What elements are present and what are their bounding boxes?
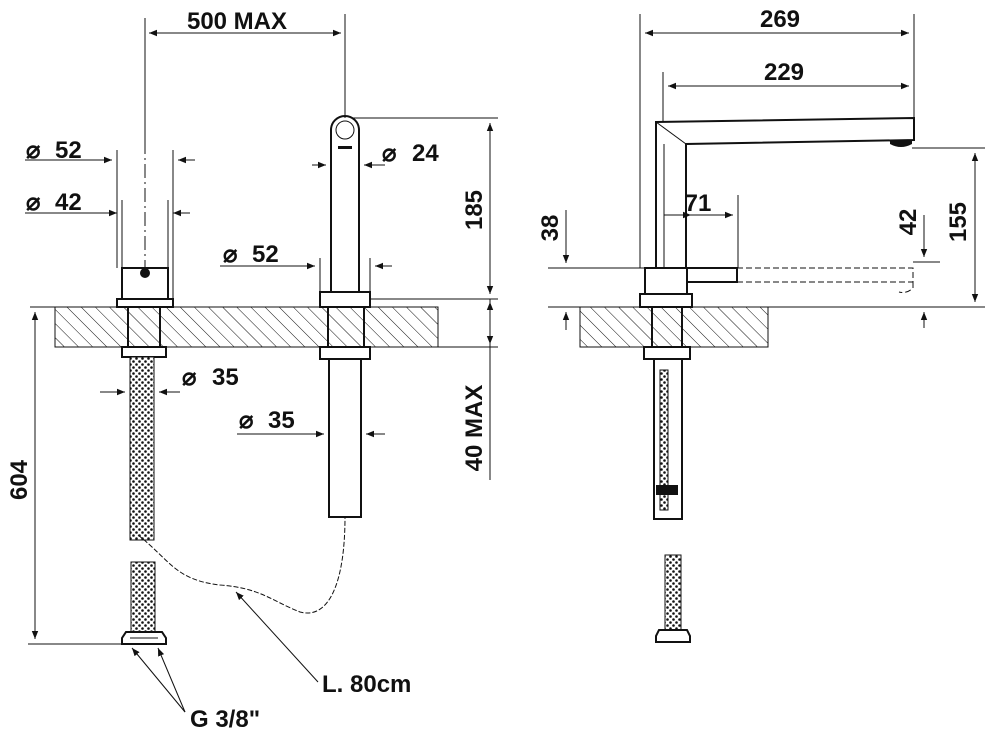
callout-thread: G 3/8": [131, 647, 260, 733]
label-dia-52-handle: 52: [55, 137, 82, 164]
label-hose-length: L. 80cm: [322, 671, 411, 698]
dim-dia-24-spout: ⌀ 24: [312, 140, 439, 169]
dim-42: 42: [895, 209, 940, 328]
label-thread: G 3/8": [190, 706, 260, 733]
diameter-symbol: ⌀: [223, 241, 238, 268]
label-dia-52-spout-base: 52: [252, 241, 279, 268]
label-500-max: 500 MAX: [187, 8, 287, 35]
dim-604: 604: [6, 312, 126, 645]
callout-hose-length: L. 80cm: [235, 591, 411, 698]
handle-assembly: [116, 267, 174, 645]
label-71: 71: [685, 190, 712, 217]
dim-269: 269: [639, 6, 915, 268]
dim-38: 38: [537, 210, 645, 330]
label-155: 155: [945, 202, 972, 242]
label-dia-35-handle-shank: 35: [212, 364, 239, 391]
diameter-symbol: ⌀: [26, 137, 41, 164]
label-dia-42-handle: 42: [55, 189, 82, 216]
dim-500-max: 500 MAX: [144, 8, 341, 140]
countertop-side: [579, 306, 769, 348]
diameter-symbol: ⌀: [26, 189, 41, 216]
label-40-max: 40 MAX: [461, 385, 488, 472]
dim-dia-52-spout-base: ⌀ 52: [220, 241, 392, 292]
dim-155: 155: [692, 147, 985, 308]
label-185: 185: [461, 190, 488, 230]
countertop-front: [54, 306, 439, 348]
dim-185: 185: [352, 117, 498, 300]
label-38: 38: [537, 215, 564, 242]
dim-71: 71: [664, 190, 739, 268]
diameter-symbol: ⌀: [382, 140, 397, 167]
dim-dia-35-spout-shank: ⌀ 35: [237, 407, 385, 438]
dim-229: 229: [662, 59, 909, 122]
label-269: 269: [760, 6, 800, 33]
label-42: 42: [895, 209, 922, 236]
dim-dia-35-handle-shank: ⌀ 35: [100, 364, 239, 396]
label-dia-35-spout-shank: 35: [268, 407, 295, 434]
connection-hose: [137, 516, 346, 614]
side-view: 269 229 71 38 42: [537, 6, 985, 643]
diameter-symbol: ⌀: [182, 364, 197, 391]
front-view: 500 MAX ⌀ 52 ⌀ 42 ⌀ 24: [6, 8, 498, 733]
diameter-symbol: ⌀: [239, 407, 254, 434]
dim-dia-52-handle: ⌀ 52: [25, 137, 195, 299]
side-handle: [639, 267, 914, 643]
dim-dia-42-handle: ⌀ 42: [25, 189, 190, 268]
label-dia-24-spout: 24: [412, 140, 439, 167]
label-229: 229: [764, 59, 804, 86]
label-604: 604: [6, 459, 33, 500]
dim-40-max: 40 MAX: [438, 299, 498, 480]
